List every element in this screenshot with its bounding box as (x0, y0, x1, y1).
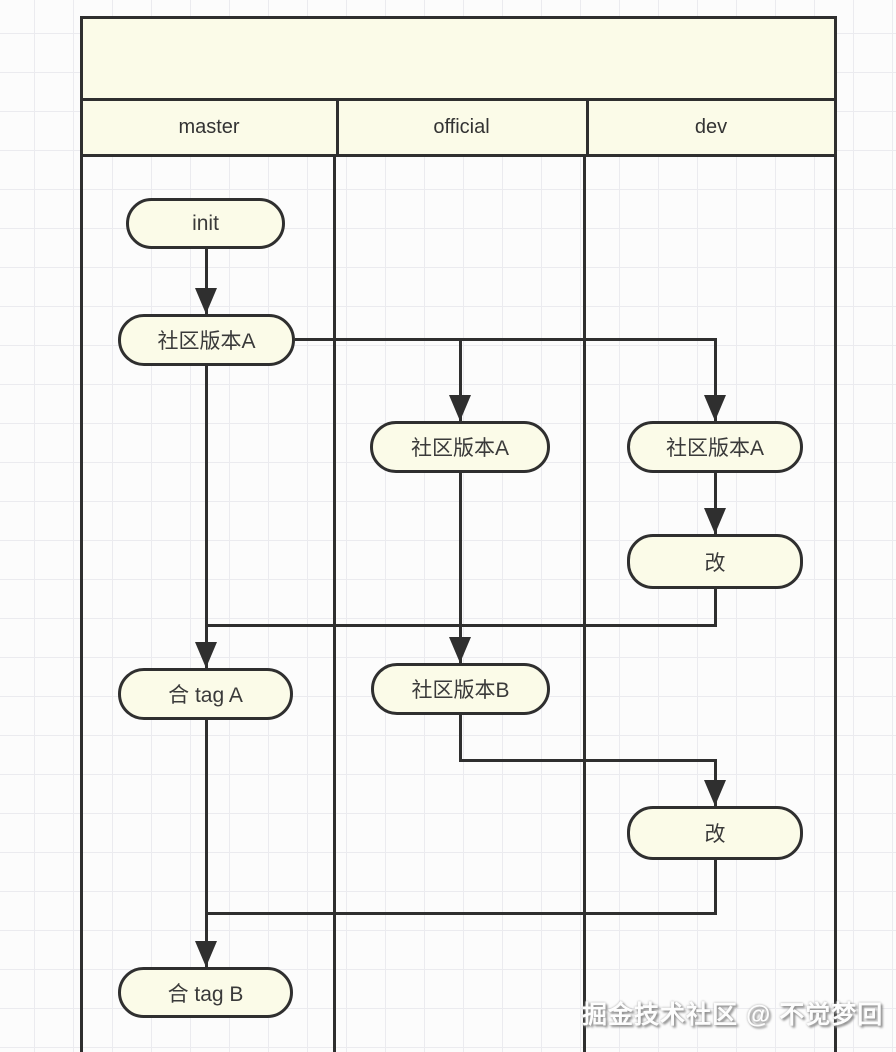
arrowhead (195, 642, 217, 668)
lane-label-official: official (433, 116, 490, 138)
lane-header-master: master (83, 101, 335, 154)
arrowhead (704, 780, 726, 806)
node-init: init (126, 198, 285, 249)
node-merge-tag-b-master: 合 tag B (118, 967, 293, 1018)
connector-init-to-master-ver-a (204, 249, 208, 314)
arrowhead (704, 395, 726, 421)
arrowhead (704, 508, 726, 534)
diagram-title-band (80, 16, 837, 101)
lane-header-official: official (338, 101, 585, 154)
lane-border-left (80, 154, 83, 1052)
node-modify-1-dev: 改 (627, 534, 803, 589)
connector-modify-2-down (713, 860, 717, 915)
lane-border-right (834, 154, 837, 1052)
node-community-version-b-official: 社区版本B (371, 663, 550, 715)
lane-separator-official-dev (582, 154, 586, 1052)
arrowhead (195, 941, 217, 967)
node-community-version-a-official: 社区版本A (370, 421, 550, 473)
connector-modify-1-merge-horizontal (204, 623, 717, 627)
connector-ver-b-horizontal (458, 758, 717, 762)
lane-header-row: master official dev (80, 98, 837, 157)
node-modify-2-dev: 改 (627, 806, 803, 860)
connector-tag-a-to-tag-b (204, 720, 208, 967)
connector-branch-to-dev-ver-a (713, 337, 717, 421)
connector-modify-2-merge-horizontal (204, 911, 717, 915)
connector-branch-to-official-ver-a (458, 337, 462, 421)
arrowhead (449, 395, 471, 421)
node-community-version-a-master: 社区版本A (118, 314, 295, 366)
connector-dev-ver-a-to-modify-1 (713, 473, 717, 534)
arrowhead (449, 637, 471, 663)
node-merge-tag-a-master: 合 tag A (118, 668, 293, 720)
arrowhead (195, 288, 217, 314)
lane-separator-master-official (332, 154, 336, 1052)
lane-header-dev: dev (588, 101, 834, 154)
lane-separator (335, 101, 339, 154)
connector-official-ver-a-to-ver-b (458, 473, 462, 663)
lane-label-master: master (178, 116, 240, 138)
connector-ver-b-down (458, 715, 462, 762)
connector-modify-1-down (713, 589, 717, 627)
connector-master-ver-a-branch-horizontal (295, 337, 717, 341)
node-community-version-a-dev: 社区版本A (627, 421, 803, 473)
lane-label-dev: dev (694, 116, 728, 138)
watermark: 掘金技术社区 @ 不觉梦回 (582, 1001, 884, 1029)
lane-separator (585, 101, 589, 154)
connector-master-ver-a-to-tag-a (204, 366, 208, 668)
